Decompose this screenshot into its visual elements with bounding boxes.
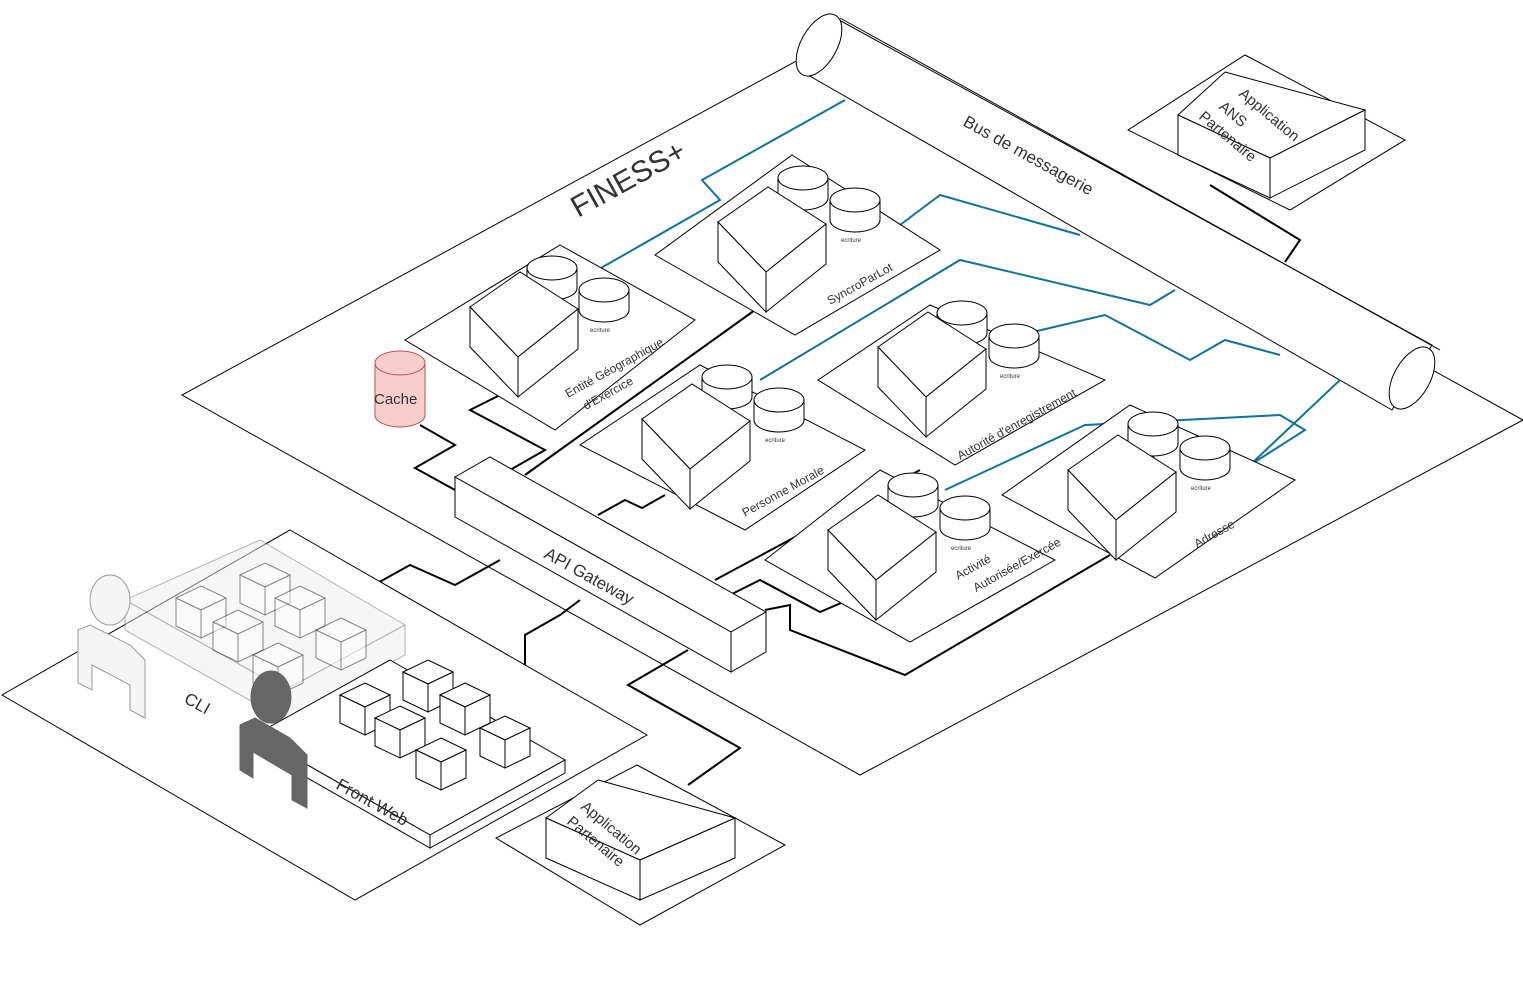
cli-tray (123, 539, 407, 721)
cli-cube (174, 585, 228, 639)
service-syncro-box-right (765, 222, 827, 314)
service-adresse-write-label: ecriture (1191, 486, 1212, 492)
service-personne-box-right (689, 419, 751, 511)
cli-cube (273, 585, 327, 639)
client-cubes (174, 562, 532, 791)
service-entite-write-db (578, 277, 630, 323)
front-cube (373, 705, 427, 759)
cache-label: Cache (374, 391, 417, 408)
cli-cube (238, 562, 292, 616)
bus-links (579, 99, 1341, 491)
client-zone: CLI Front Web (0, 529, 649, 901)
ans-application: Application ANS Partenaire (1126, 54, 1407, 211)
user-icon-light (77, 574, 146, 719)
service-adresse-write-db (1179, 435, 1231, 481)
message-bus: Bus de messagerie (795, 13, 1441, 411)
cli-cube (314, 617, 368, 671)
service-activite-box-right (875, 530, 937, 622)
service-personne-write-db (753, 387, 805, 433)
cli-cube (211, 609, 265, 663)
service-entite-write-label: ecriture (590, 328, 611, 334)
front-cube (414, 737, 468, 791)
service-activite: lectureecritureActivitéAutorisée/Exercée (764, 469, 1063, 643)
service-syncro-write-label: ecriture (841, 238, 862, 244)
service-personne: lectureecriturePersonne Morale (579, 364, 866, 531)
service-autorite-write-label: ecriture (1000, 374, 1021, 380)
service-personne-read-db (701, 364, 753, 410)
service-personne-write-label: ecriture (765, 438, 786, 444)
front-cube (478, 715, 532, 769)
service-adresse-box-right (1115, 470, 1177, 562)
service-adresse-read-db (1127, 411, 1179, 457)
service-activite-write-db (939, 495, 991, 541)
service-autorite-box-right (925, 347, 987, 439)
services-layer: lectureecritureEntité Géographiqued'Exer… (404, 154, 1297, 643)
service-syncro-write-db (829, 187, 881, 233)
front-cube (438, 682, 492, 736)
partner-application: Application Partenaire (494, 764, 787, 926)
service-adresse: lectureecritureAdresse (1001, 404, 1297, 579)
cache-db: Cache (374, 350, 426, 428)
user-icon-dark (239, 670, 308, 809)
service-entite-box-right (517, 307, 579, 399)
service-activite-write-label: ecriture (951, 546, 972, 552)
service-autorite-write-db (988, 323, 1040, 369)
